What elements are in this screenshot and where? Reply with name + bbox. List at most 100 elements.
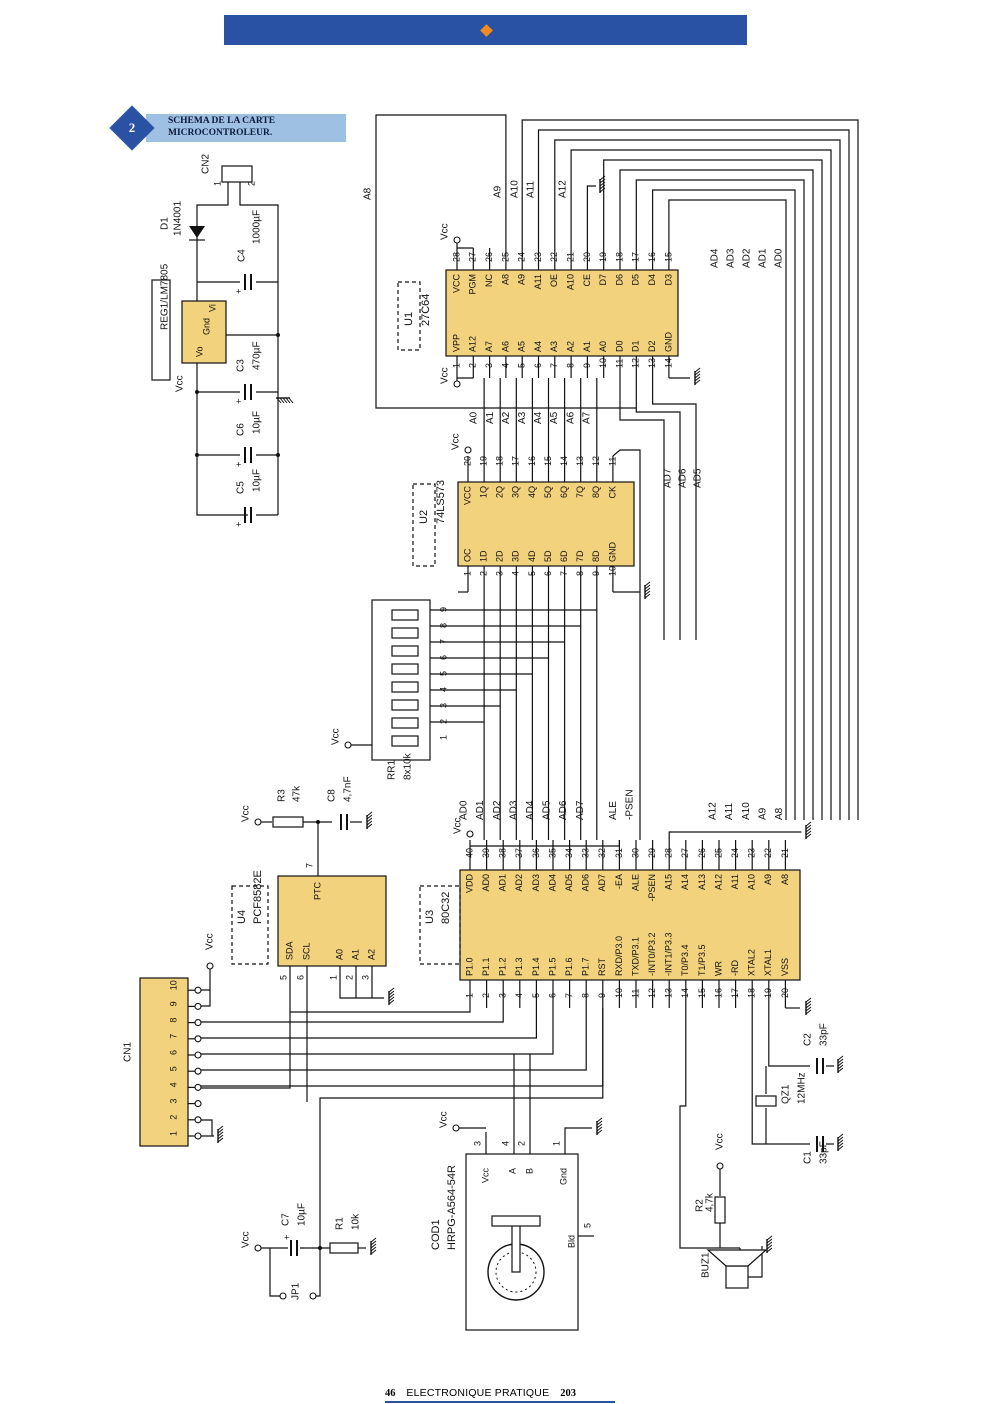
cod1-a-pin: A <box>507 1168 517 1174</box>
u3-top-num: 40 <box>464 848 474 858</box>
u4-pin-num: 2 <box>344 975 354 980</box>
reg1-label-box <box>151 279 171 381</box>
u2-bottom-num: 7 <box>559 571 569 576</box>
c4-plus: + <box>236 286 241 296</box>
ground-stroke <box>388 987 395 993</box>
ground-symbol <box>596 1117 603 1135</box>
u2-top-num: 20 <box>462 456 472 466</box>
ground-symbol <box>366 811 373 829</box>
u3-bottom-num: 12 <box>647 988 657 998</box>
ground-stroke <box>805 1009 812 1015</box>
vo-rail <box>196 363 248 516</box>
terminal-circle <box>194 1035 202 1043</box>
ground-stroke <box>217 1128 224 1134</box>
terminal-circle <box>194 986 202 994</box>
u1-net-a9: A9 <box>493 185 504 198</box>
u1-top-num: 25 <box>500 252 510 262</box>
u3-bottom-pin: XTAL1 <box>763 949 773 976</box>
ground-stroke <box>805 824 812 830</box>
u1-top-pin: A8 <box>500 274 510 285</box>
u3-top-pin: A14 <box>680 874 690 890</box>
u3-top-num: 28 <box>664 848 674 858</box>
u1-net-a10: A10 <box>510 180 521 198</box>
cn1-signal <box>201 1008 504 1023</box>
rr1-resistor <box>391 699 419 711</box>
u1-net-a12: A12 <box>558 180 569 198</box>
ground-stroke <box>217 1137 224 1143</box>
ground-symbol <box>599 175 606 193</box>
u3-top-pin: AD6 <box>581 874 591 892</box>
u3-top-net: AD6 <box>558 800 569 820</box>
u3-top-pin: A12 <box>713 874 723 890</box>
u3-bottom-pin: P1.3 <box>514 957 524 976</box>
figure-number: 2 <box>128 120 136 135</box>
ground-stroke <box>370 1243 377 1249</box>
wires <box>188 114 859 1297</box>
ground-symbol <box>694 367 701 385</box>
c3-value: 470µF <box>252 341 263 370</box>
u2-top-num: 16 <box>527 456 537 466</box>
ground-stroke <box>694 373 701 379</box>
terminal-circle <box>194 1019 202 1027</box>
ground-stroke <box>370 1237 377 1243</box>
u2-bottom-num: 9 <box>591 571 601 576</box>
cn1-vcc-wire <box>201 969 211 991</box>
u2-top-pin: 8Q <box>591 486 601 498</box>
ground-stroke <box>837 1061 844 1067</box>
u3-top-pin: -PSEN <box>647 874 657 902</box>
u2-right-net: AD5 <box>693 468 704 488</box>
ground-stroke <box>282 397 288 404</box>
u1-vcc-label: Vcc <box>440 223 451 240</box>
ground-stroke <box>837 1058 844 1064</box>
footer-rule <box>385 1401 615 1403</box>
u1-top-num: 18 <box>614 252 624 262</box>
header-bar <box>224 15 747 45</box>
u3-top-net: AD2 <box>492 800 503 820</box>
u3-top-pin: A15 <box>664 874 674 890</box>
terminal-circle <box>254 1244 262 1252</box>
cn1-ref: CN1 <box>123 1042 134 1062</box>
ground-stroke <box>837 1139 844 1145</box>
cn1-gnd <box>201 1119 213 1137</box>
cn1-vcc-wire2 <box>201 990 211 1007</box>
cod1-ref: COD1 <box>430 1219 442 1250</box>
ground-symbol <box>837 1133 844 1151</box>
u3-top-pin: A8 <box>780 874 790 885</box>
ground-stroke <box>288 397 294 404</box>
ground-stroke <box>366 823 373 829</box>
u2-part: 74LS573 <box>435 480 447 524</box>
u2-bottom-num: 10 <box>607 566 617 576</box>
reg1-vi: Vi <box>207 304 217 312</box>
c1-ref: C1 <box>803 1151 814 1164</box>
magazine-name: ELECTRONIQUE PRATIQUE <box>406 1387 550 1399</box>
ground-stroke <box>805 830 812 836</box>
u2-bottom-pin: 5D <box>543 550 553 562</box>
u3-bottom-num: 20 <box>780 988 790 998</box>
u3-top-net: AD5 <box>542 800 553 820</box>
cod1-pin5: 5 <box>582 1223 592 1228</box>
cod1-part: HRPG-A564-54R <box>446 1165 458 1250</box>
u1-top-pin: OE <box>549 274 559 287</box>
u2-bottom-num: 6 <box>543 571 553 576</box>
u2-bottom-num: 1 <box>462 571 472 576</box>
u1-bottom-num: 7 <box>549 363 559 368</box>
u1-top-num: 19 <box>598 252 608 262</box>
cn1-vcc-label: Vcc <box>205 933 216 950</box>
vcc-label-psu: Vcc <box>175 375 186 392</box>
junction-dot <box>276 333 280 337</box>
terminal-circle <box>206 962 214 970</box>
u3-top-num: 35 <box>547 848 557 858</box>
rst-wire <box>319 1008 604 1248</box>
u2-addr-net: A0 <box>469 411 480 424</box>
cod1-pin-num: 3 <box>472 1141 482 1146</box>
u3-bottom-num: 2 <box>481 993 491 998</box>
rr1-resistor <box>391 663 419 675</box>
u1-ref: U1 <box>403 312 415 326</box>
u1-net-a11: A11 <box>526 181 537 198</box>
u3-bottom-pin: P1.7 <box>581 957 591 976</box>
ground-stroke <box>805 1000 812 1006</box>
u2-bottom-num: 8 <box>575 571 585 576</box>
u3-bottom-num: 16 <box>713 988 723 998</box>
u1-bottom-pin: A0 <box>598 341 608 352</box>
cod1-gnd-wire <box>564 1127 592 1132</box>
